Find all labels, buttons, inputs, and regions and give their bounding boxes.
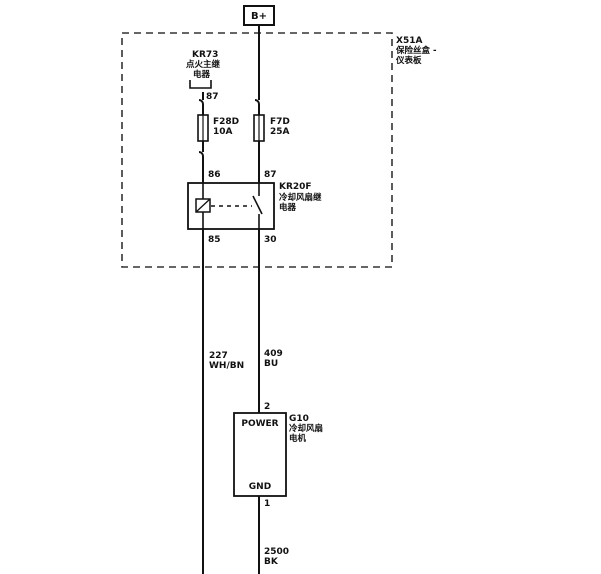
left-circuit	[198, 92, 204, 574]
wire-right-circuit: 409	[264, 349, 283, 359]
relay-switch-icon	[252, 195, 263, 215]
module-name-line1: 保险丝盒 -	[395, 45, 437, 56]
motor-name-line1: 冷却风扇	[289, 423, 323, 434]
wire-ground-color: BK	[264, 557, 279, 567]
fuse-f7d-id: F7D	[270, 117, 290, 127]
wire-right-color: BU	[264, 359, 278, 369]
motor-gnd-label: GND	[249, 482, 271, 492]
motor-power-label: POWER	[241, 419, 278, 429]
battery-label: B+	[251, 11, 267, 22]
module-id: X51A	[396, 36, 422, 46]
ignition-relay-name-line2: 电器	[193, 69, 211, 80]
fuse-f28d-id: F28D	[213, 117, 239, 127]
ignition-relay-connector	[189, 80, 212, 89]
ignition-relay-pin: 87	[206, 92, 219, 102]
fan-relay-name-line2: 电器	[279, 202, 297, 213]
fan-relay-name-line1: 冷却风扇继	[279, 192, 322, 203]
battery-terminal: B+	[243, 5, 275, 26]
fuse-f28d	[197, 114, 209, 142]
fuse-box-boundary	[121, 32, 393, 268]
fan-relay-pin-30: 30	[264, 235, 277, 245]
fan-relay-pin-87: 87	[264, 170, 277, 180]
fan-motor: POWER GND	[233, 412, 287, 497]
module-name-line2: 仪表板	[395, 55, 422, 66]
ignition-relay-id: KR73	[192, 50, 218, 60]
fuse-f7d	[253, 114, 265, 142]
fuse-f28d-rating: 10A	[213, 127, 233, 137]
fan-relay-pin-86: 86	[208, 170, 221, 180]
wire-left-color: WH/BN	[209, 361, 244, 371]
fan-relay-pin-85: 85	[208, 235, 221, 245]
right-circuit	[254, 25, 260, 574]
ignition-relay-name-line1: 点火主继	[186, 59, 221, 70]
wire-ground-circuit: 2500	[264, 547, 289, 557]
motor-name-line2: 电机	[289, 433, 307, 444]
fan-relay-id: KR20F	[279, 182, 312, 192]
wire-left-circuit: 227	[209, 351, 228, 361]
fan-relay	[187, 182, 275, 230]
motor-id: G10	[289, 414, 309, 424]
motor-pin-top: 2	[264, 402, 270, 412]
motor-pin-bottom: 1	[264, 499, 270, 509]
fuse-f7d-rating: 25A	[270, 127, 290, 137]
